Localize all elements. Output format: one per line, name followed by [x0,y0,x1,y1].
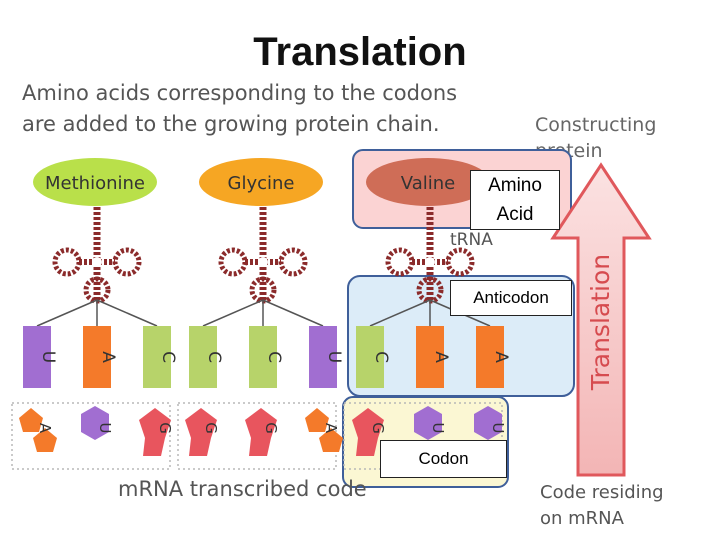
trna-center [425,257,435,267]
anticodon-base-letter: C [264,351,284,363]
anticodon-base [249,326,277,388]
anticodon-base-letter: A [431,351,451,363]
codon-base-hexagon [474,406,502,440]
anticodon-base-letter: A [491,351,511,363]
codon-base-pentagon [356,438,378,456]
code-residing-label: Code residing on mRNA [540,480,664,532]
anticodon-base [356,326,384,388]
codon-base-letter: G [156,422,174,434]
trna-loop-left [218,247,248,277]
anticodon-base-letter: U [38,351,58,363]
intro-text: Amino acids corresponding to the codons … [22,78,457,140]
anticodon-base [309,326,337,388]
trna-connector [96,299,158,327]
trna-loop-left [52,247,82,277]
mrna-frame-1 [11,402,171,470]
codon-base-pentagon [33,428,57,452]
trna-label: tRNA [450,230,493,250]
codon-base-pentagon [245,408,277,438]
codon-base-pentagon [305,408,329,432]
anticodon-base [476,326,504,388]
amino-acid-name: Valine [401,173,455,194]
trna-connector [36,299,98,327]
codon-base-letter: G [202,422,220,434]
codon-callout: Codon [380,440,507,478]
amino-acid-ellipse [33,158,157,206]
codon-base-hexagon [414,406,442,440]
codon-base-pentagon [189,438,211,456]
codon-base-pentagon [249,438,271,456]
codon-base-hexagon [81,406,109,440]
trna-connector [369,299,431,327]
codon-base-letter: U [96,423,114,434]
anticodon-base-letter: U [324,351,344,363]
anticodon-base [23,326,51,388]
codon-base-pentagon [19,408,43,432]
translation-arrow-label: Translation [586,254,615,391]
trna-connector [202,299,264,327]
trna-loop-right [278,247,308,277]
codon-base-letter: A [322,423,340,434]
trna-center [258,257,268,267]
anticodon-base [83,326,111,388]
trna-loop-right [112,247,142,277]
anticodon-base [189,326,217,388]
intro-line-2: are added to the growing protein chain. [22,112,440,136]
trna-loop-right [445,247,475,277]
residing-line-2: on mRNA [540,508,624,529]
amino-acid-ellipse [199,158,323,206]
translation-arrow [550,162,652,477]
codon-base-pentagon [185,408,217,438]
anticodon-base [143,326,171,388]
anticodon-base [416,326,444,388]
codon-base-letter: U [429,423,447,434]
anticodon-base-letter: A [98,351,118,363]
amino-acid-ellipse [366,158,490,206]
codon-base-letter: U [489,423,507,434]
codon-base-pentagon [319,428,343,452]
mrna-label: mRNA transcribed code [118,477,367,501]
residing-line-1: Code residing [540,482,664,503]
constructing-line-1: Constructing [535,114,657,136]
anticodon-callout: Anticodon [450,280,572,316]
anticodon-base-letter: C [371,351,391,363]
page-title: Translation [253,30,467,74]
trna-center [92,257,102,267]
amino-acid-callout: Amino Acid [470,170,560,230]
anticodon-base-letter: C [158,351,178,363]
mrna-frame-3 [343,402,503,470]
anticodon-base-letter: C [204,351,224,363]
codon-base-pentagon [143,438,165,456]
codon-base-pentagon [352,408,384,438]
intro-line-1: Amino acids corresponding to the codons [22,81,458,105]
codon-base-letter: G [369,422,387,434]
amino-acid-name: Methionine [45,173,145,194]
codon-base-letter: A [36,423,54,434]
amino-acid-name: Glycine [228,173,295,194]
trna-loop-left [385,247,415,277]
codon-base-letter: G [262,422,280,434]
trna-connector [262,299,324,327]
codon-base-pentagon [139,408,171,438]
